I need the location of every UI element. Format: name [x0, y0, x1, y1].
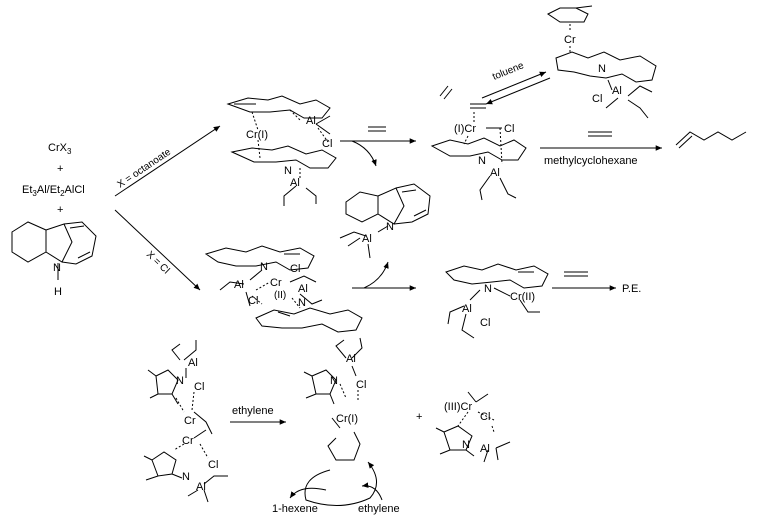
- chromacycle-n-label: N: [330, 375, 338, 387]
- ethylene-reagent-label: ethylene: [232, 405, 274, 417]
- chromacycle-cr-label: Cr(I): [336, 413, 358, 425]
- toluene-al-label: Al: [612, 85, 622, 97]
- ethylene-insertion-arrow: [361, 482, 383, 501]
- plus-sign: +: [416, 411, 422, 423]
- upper-product-al-label: Al: [490, 167, 500, 179]
- lower-n-top-label: N: [260, 261, 268, 273]
- chromium-iii-cl-label: Cl: [480, 411, 490, 423]
- chromium-iii-complex: [435, 391, 511, 463]
- pyrrolyl-left-cl-bottom-label: Cl: [208, 459, 218, 471]
- curved-release-arrow: [363, 261, 389, 289]
- chromacycle-al-label: Al: [346, 353, 356, 365]
- amide-al-label: Al: [362, 233, 372, 245]
- lower-cr-oxidation-label: (II): [274, 290, 286, 301]
- chromacycle-complex: [303, 337, 363, 461]
- lower-product-n-label: N: [484, 283, 492, 295]
- n-atom: N: [53, 262, 61, 274]
- upper-cr-label: Cr(I): [246, 129, 268, 141]
- lower-cl-top-label: Cl: [290, 263, 300, 275]
- upper-chromium-complex: [226, 95, 337, 206]
- chloride-arrow: [114, 209, 201, 291]
- chromacycle-cl-label: Cl: [356, 379, 366, 391]
- cycle-ethylene-label: ethylene: [358, 503, 400, 515]
- equilibrium-reverse-arrow: [485, 77, 551, 105]
- pyrrolyl-left-cr-bottom-label: Cr: [182, 435, 194, 447]
- lower-cl-bottom-label: Cl: [248, 295, 258, 307]
- toluene-n-label: N: [598, 63, 606, 75]
- cycle-hexene-label: 1-hexene: [272, 503, 318, 515]
- lower-al-left-label: Al: [234, 279, 244, 291]
- plus-sign: +: [57, 204, 63, 216]
- octanoate-arrow: [114, 125, 221, 197]
- pyrrolyl-left-al-bottom-label: Al: [196, 481, 206, 493]
- pyrrolyl-left-cr-top-label: Cr: [184, 415, 196, 427]
- crx3-label: CrX3: [48, 142, 72, 156]
- pyrrolyl-left-al-top-label: Al: [188, 357, 198, 369]
- chloride-condition: X = Cl: [144, 249, 171, 276]
- lower-product-al-label: Al: [462, 303, 472, 315]
- pyrrolyl-left-n-top-label: N: [176, 375, 184, 387]
- upper-chromium-product: [430, 85, 527, 201]
- octanoate-condition: X = octanoate: [116, 146, 174, 190]
- toluene-cr-label: Cr: [564, 34, 576, 46]
- equilibrium-forward-arrow: [481, 71, 547, 99]
- lower-n-bottom-label: N: [298, 297, 306, 309]
- chromium-iii-cr-label: (III)Cr: [444, 401, 472, 413]
- chromium-iii-n-label: N: [462, 439, 470, 451]
- upper-product-n-label: N: [478, 155, 486, 167]
- plus-sign: +: [57, 163, 63, 175]
- lower-product-cr-label: Cr(II): [510, 291, 535, 303]
- hexene-structure: [675, 131, 747, 146]
- upper-al-top-label: Al: [306, 115, 316, 127]
- h-atom: H: [54, 286, 62, 298]
- upper-product-cr-label: (I)Cr: [454, 123, 476, 135]
- hexene-double-bond: [678, 135, 693, 149]
- pyrrolyl-dimer-complex: [143, 340, 228, 503]
- pyrrolyl-left-cl-top-label: Cl: [194, 381, 204, 393]
- amide-n-label: N: [386, 221, 394, 233]
- toluene-chromium-complex: [547, 5, 657, 119]
- solvent-label: methylcyclohexane: [544, 155, 638, 167]
- curved-release-arrow: [351, 140, 377, 167]
- polyethylene-label: P.E.: [622, 283, 641, 295]
- lower-chromium-product: [445, 263, 549, 339]
- chromium-iii-al-label: Al: [480, 443, 490, 455]
- lower-product-cl-label: Cl: [480, 317, 490, 329]
- lower-cr-label: Cr: [270, 277, 282, 289]
- toluene-label: toluene: [491, 60, 526, 83]
- lower-al-right-label: Al: [298, 283, 308, 295]
- lower-chromium-complex: [204, 245, 363, 333]
- aluminum-amide-structure: [339, 183, 431, 259]
- upper-cl-label: Cl: [322, 138, 332, 150]
- toluene-cl-label: Cl: [592, 93, 602, 105]
- alkylaluminum-label: Et3Al/Et2AlCl: [22, 184, 85, 198]
- pyrrolyl-left-n-bottom-label: N: [182, 471, 190, 483]
- upper-al-bottom-label: Al: [290, 177, 300, 189]
- upper-product-cl-label: Cl: [504, 123, 514, 135]
- upper-n-label: N: [284, 165, 292, 177]
- tetrahydrocarbazole-structure: [11, 221, 97, 280]
- catalytic-cycle-arrow: [304, 461, 377, 507]
- hexene-release-arrow: [289, 487, 327, 499]
- reactants-group: CrX3 + Et3Al/Et2AlCl + N H: [11, 142, 97, 298]
